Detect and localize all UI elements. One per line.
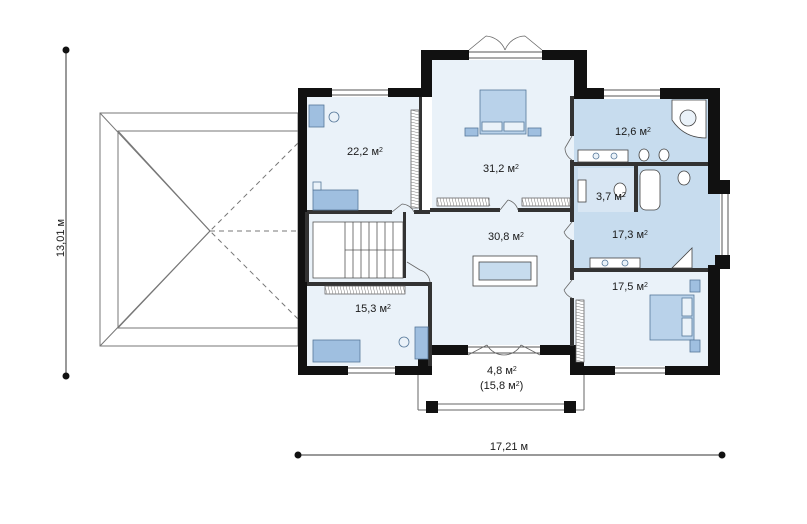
furniture bbox=[308, 89, 707, 363]
svg-text:15,3 м2: 15,3 м2 bbox=[355, 303, 391, 315]
staircase bbox=[312, 221, 404, 279]
bathtub-e bbox=[639, 169, 661, 211]
bed-nw bbox=[312, 189, 359, 211]
label-bedroom-nw: 22,2 м bbox=[347, 146, 379, 158]
svg-text:(15,8 м2): (15,8 м2) bbox=[480, 380, 523, 392]
room-fill-master bbox=[432, 60, 574, 210]
label-bedroom-se: 17,5 м bbox=[612, 281, 644, 293]
svg-text:17,5 м2: 17,5 м2 bbox=[612, 281, 648, 293]
svg-text:22,2 м2: 22,2 м2 bbox=[347, 146, 383, 158]
svg-text:17,3 м2: 17,3 м2 bbox=[612, 229, 648, 241]
door-swings bbox=[391, 35, 573, 356]
label-bath-ne: 12,6 м bbox=[615, 126, 647, 138]
desk-sw bbox=[414, 326, 429, 360]
label-terrace: 4,8 м bbox=[487, 365, 513, 377]
windows bbox=[332, 51, 729, 374]
svg-text:12,6 м2: 12,6 м2 bbox=[615, 126, 651, 138]
dimension-height: 13,01 м bbox=[55, 46, 70, 380]
label-bedroom-sw: 15,3 м bbox=[355, 303, 387, 315]
wardrobe-hatching bbox=[324, 109, 585, 363]
roof-outline bbox=[99, 112, 299, 347]
label-hall: 30,8 м bbox=[488, 231, 520, 243]
dimension-width: 17,21 м bbox=[294, 441, 726, 459]
room-fill-terrace bbox=[425, 345, 570, 407]
walls bbox=[298, 50, 730, 375]
label-bath-e: 17,3 м bbox=[612, 229, 644, 241]
desk-nw bbox=[308, 104, 325, 128]
room-labels: 22,2 м2 31,2 м2 12,6 м2 3,7 м2 30,8 м2 1… bbox=[347, 126, 651, 392]
svg-text:3,7 м2: 3,7 м2 bbox=[596, 191, 626, 203]
label-wc: 3,7 м bbox=[596, 191, 622, 203]
bed-sw bbox=[312, 339, 361, 363]
room-fill-wc-over bbox=[578, 168, 636, 212]
svg-text:31,2 м2: 31,2 м2 bbox=[483, 163, 519, 175]
svg-text:30,8 м2: 30,8 м2 bbox=[488, 231, 524, 243]
dimension-height-label: 13,01 м bbox=[55, 219, 67, 257]
svg-text:4,8 м2: 4,8 м2 bbox=[487, 365, 517, 377]
terrace bbox=[417, 375, 585, 413]
dimension-width-label: 17,21 м bbox=[490, 441, 528, 453]
label-terrace-total: (15,8 м bbox=[480, 380, 516, 392]
label-bedroom-master: 31,2 м bbox=[483, 163, 515, 175]
